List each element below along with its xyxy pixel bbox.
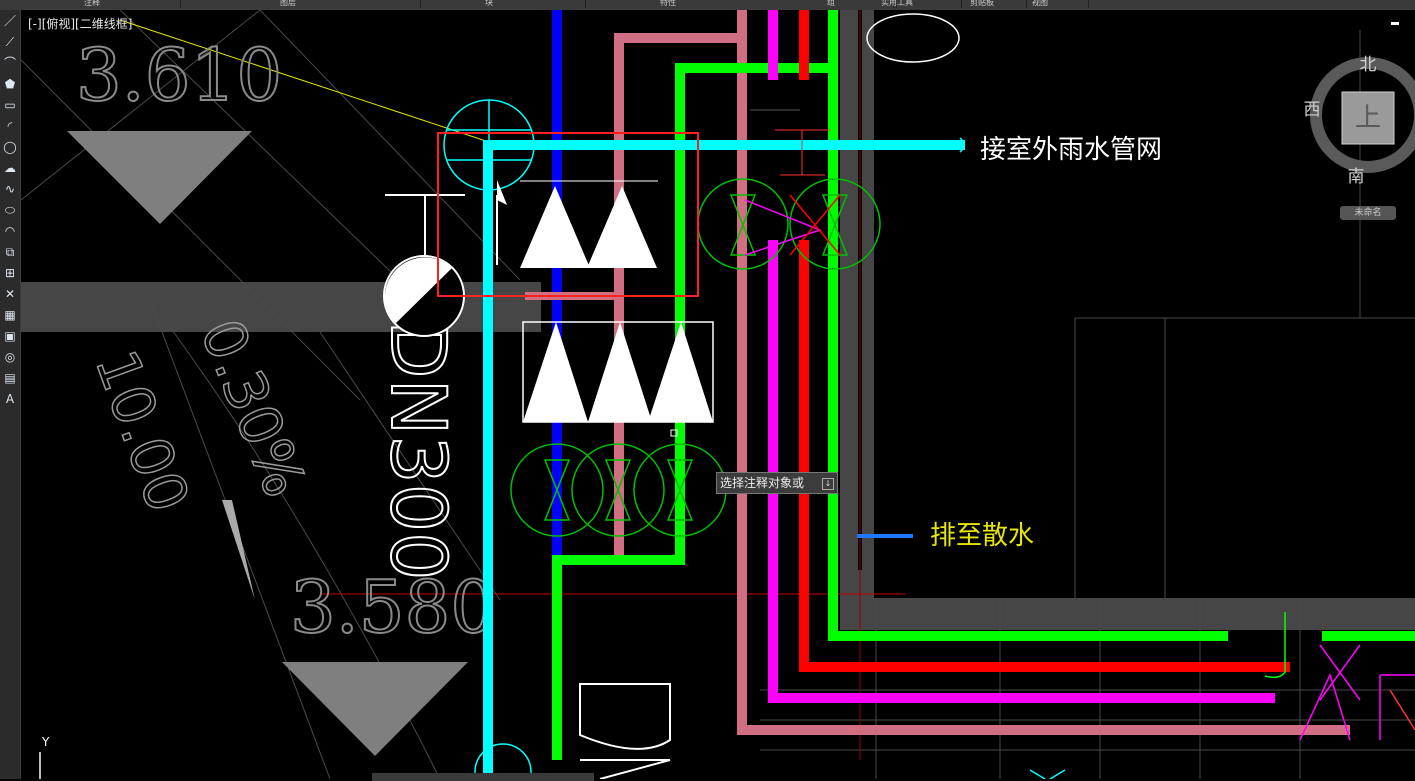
viewcube[interactable] [1310, 57, 1415, 173]
wall-bottom [840, 598, 1415, 630]
slope-label-secondary: 10.00 [82, 342, 203, 521]
line-icon[interactable]: ／ [3, 14, 16, 28]
polygon-icon[interactable]: ⬟ [4, 77, 16, 91]
elevation-label-bottom: 3.580 [290, 565, 496, 649]
ucs-menu[interactable]: 未命名 [1340, 206, 1396, 220]
draw-toolbar: ／ ⟋ ⌒ ⬟ ▭ ◜ ◯ ☁ ∿ ⬭ ◠ ⧉ ⊞ ✕ ▦ ▣ ◎ ▤ A [0, 10, 21, 779]
viewcube-top-label: 上 [1355, 103, 1381, 133]
ribbon-tab-view[interactable]: 视图 [1028, 0, 1089, 8]
valve-symbols-lower [522, 321, 714, 423]
viewcube-face-top[interactable] [1341, 91, 1395, 145]
command-tooltip: 选择注释对象或 ↓ [716, 472, 838, 494]
spline-icon[interactable]: ∿ [4, 182, 16, 196]
ribbon-tab-groups[interactable]: 组 [805, 0, 894, 8]
mtext-icon[interactable]: A [5, 392, 15, 406]
rectangle-icon[interactable]: ▭ [4, 98, 16, 112]
rain-inlet-symbol [443, 99, 535, 191]
drain-label: 排至散水 [930, 521, 1034, 551]
revcloud-icon[interactable]: ☁ [4, 161, 16, 175]
ribbon-tab-block[interactable]: 块 [325, 0, 586, 8]
construction-line-icon[interactable]: ⟋ [5, 35, 15, 49]
viewcube-south[interactable]: 南 [1348, 167, 1365, 187]
table-icon[interactable]: ▤ [4, 371, 16, 385]
viewcube-west[interactable]: 西 [1304, 100, 1321, 120]
drawing-canvas[interactable]: 3.610 3.580 0.30% 10.00 DN300 [21, 10, 1415, 779]
gradient-icon[interactable]: ▣ [4, 329, 16, 343]
polyline-icon[interactable]: ⌒ [3, 56, 16, 70]
arc-icon[interactable]: ◜ [7, 119, 13, 133]
floor-drain-symbol [383, 255, 465, 337]
valve-symbols-upper [520, 180, 658, 268]
region-icon[interactable]: ◎ [4, 350, 16, 364]
elevation-marker-bottom [282, 662, 468, 756]
ribbon-panel-bar: 注释 图层 块 特性 组 实用工具 剪贴板 视图 [0, 0, 1415, 10]
ribbon-tab-annotate[interactable]: 注释 [80, 0, 181, 8]
viewcube-compass-ring[interactable] [1310, 57, 1415, 173]
insert-block-icon[interactable]: ⧉ [5, 245, 15, 259]
elevation-label-top: 3.610 [76, 33, 282, 117]
elevation-marker-top [67, 131, 252, 224]
ellipse-icon[interactable]: ⬭ [4, 203, 16, 217]
slope-arrow [222, 500, 255, 600]
ribbon-tab-layers[interactable]: 图层 [180, 0, 421, 8]
minimize-viewport-button[interactable] [1391, 22, 1399, 25]
circle-icon[interactable]: ◯ [3, 140, 17, 154]
ellipse-arc-icon[interactable]: ◠ [4, 224, 16, 238]
viewcube-north[interactable]: 北 [1360, 55, 1377, 75]
ribbon-tab-properties[interactable]: 特性 [565, 0, 897, 8]
leader-line-yellow [119, 19, 493, 144]
outdoor-connection-label: 接室外雨水管网 [980, 135, 1162, 165]
ucs-y-label: Y [42, 735, 50, 749]
viewport-controls[interactable]: [-][俯视][二维线框] [28, 17, 133, 31]
hatch-icon[interactable]: ▦ [4, 308, 16, 322]
ribbon-tab-clipboard[interactable]: 剪贴板 [966, 0, 1027, 8]
tooltip-expand-icon[interactable]: ↓ [822, 478, 834, 490]
point-icon[interactable]: ✕ [4, 287, 16, 301]
cloud-ellipse [866, 13, 960, 63]
command-line[interactable] [372, 773, 594, 781]
make-block-icon[interactable]: ⊞ [4, 266, 16, 280]
wall-vertical [840, 10, 874, 598]
selection-window[interactable] [437, 132, 699, 297]
command-prompt-text: 选择注释对象或 [720, 476, 805, 490]
pipe-size-label: DN300 [374, 320, 463, 580]
ribbon-tab-utilities[interactable]: 实用工具 [877, 0, 962, 8]
background-linework [21, 10, 1415, 779]
